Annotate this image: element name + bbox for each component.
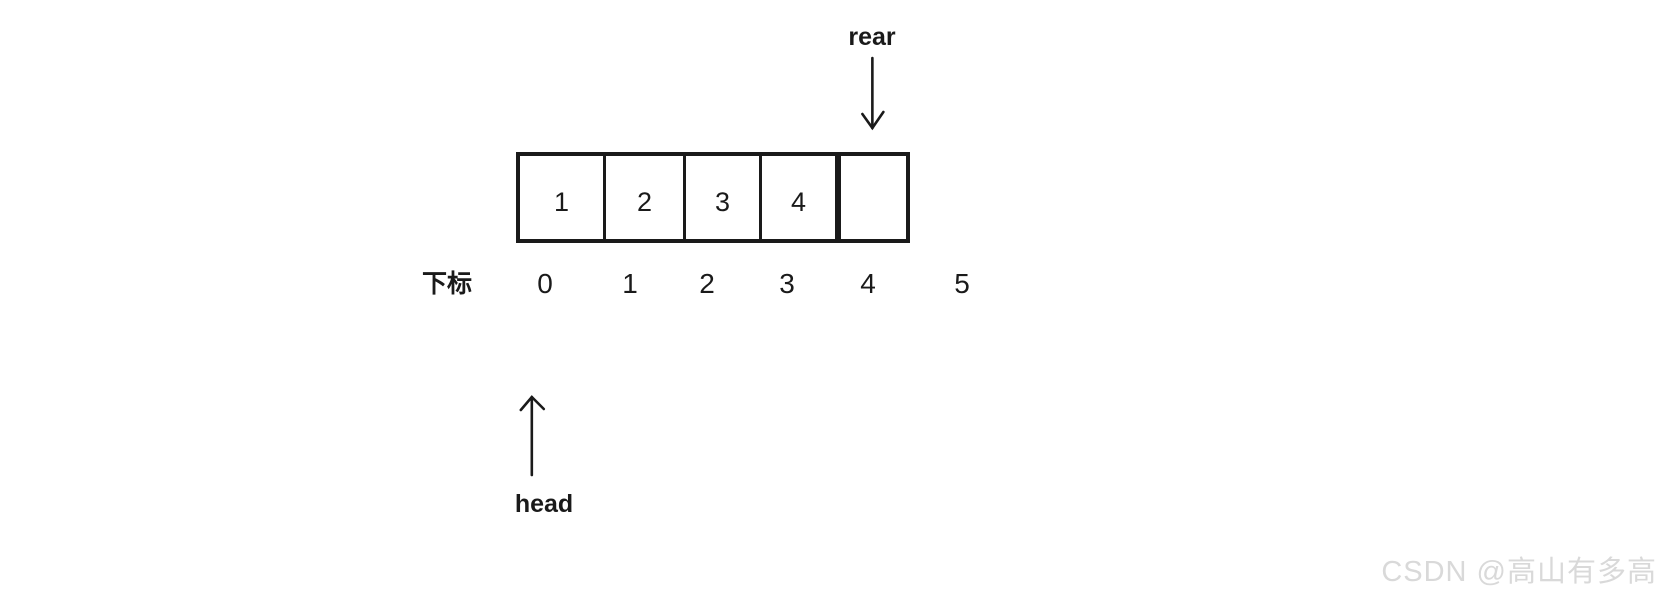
array-cell-0: 1 bbox=[520, 156, 603, 239]
arrow-up-icon bbox=[519, 395, 546, 477]
array-cell-4 bbox=[835, 156, 906, 239]
array-cell-1-value: 2 bbox=[636, 187, 653, 217]
watermark: CSDN @高山有多高 bbox=[1381, 556, 1657, 588]
index-2: 2 bbox=[699, 268, 715, 299]
array-box: 1 2 3 4 bbox=[516, 152, 910, 243]
rear-pointer-label: rear bbox=[848, 23, 896, 51]
index-5: 5 bbox=[954, 268, 970, 299]
head-pointer-label: head bbox=[514, 490, 574, 518]
array-cell-3: 4 bbox=[759, 156, 835, 239]
array-cell-1: 2 bbox=[603, 156, 683, 239]
index-1: 1 bbox=[622, 268, 638, 299]
array-cell-2-value: 3 bbox=[714, 187, 731, 217]
array-cell-0-value: 1 bbox=[553, 187, 570, 217]
index-row-label: 下标 bbox=[421, 270, 473, 298]
head-pointer: head bbox=[493, 393, 573, 519]
array-cell-2: 3 bbox=[683, 156, 759, 239]
index-0: 0 bbox=[537, 268, 553, 299]
arrow-down-icon bbox=[860, 56, 885, 130]
array-cell-3-value: 4 bbox=[790, 187, 807, 217]
index-3: 3 bbox=[779, 268, 795, 299]
index-4: 4 bbox=[860, 268, 876, 299]
rear-pointer: rear bbox=[848, 23, 896, 135]
